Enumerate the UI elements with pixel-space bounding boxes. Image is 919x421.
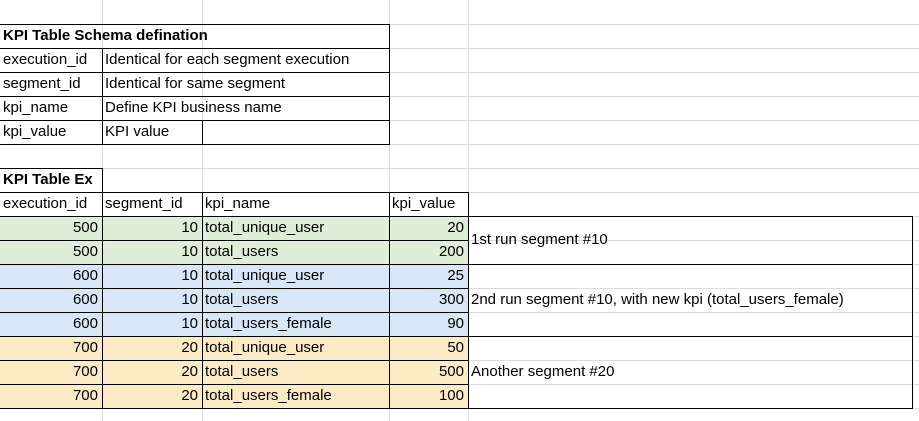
column-header-execution-id[interactable]: execution_id: [3, 195, 88, 212]
cell-border: [389, 24, 390, 145]
cell-border: [468, 408, 913, 409]
cell-execution-id[interactable]: 600: [72, 267, 98, 284]
row-fill: [0, 384, 468, 408]
cell-border: [0, 72, 390, 73]
column-header-kpi-name[interactable]: kpi_name: [205, 195, 271, 212]
schema-field[interactable]: kpi_value: [3, 123, 67, 140]
cell-segment-id[interactable]: 10: [181, 243, 198, 260]
cell-border: [202, 192, 203, 409]
cell-border: [389, 192, 390, 409]
row-fill: [0, 264, 468, 288]
cell-kpi-name[interactable]: total_users_female: [205, 387, 332, 404]
cell-kpi-value[interactable]: 300: [438, 291, 464, 308]
cell-kpi-value[interactable]: 200: [438, 243, 464, 260]
schema-description[interactable]: Identical for same segment: [105, 75, 286, 92]
cell-segment-id[interactable]: 10: [181, 315, 198, 332]
cell-border: [0, 240, 469, 241]
cell-kpi-value[interactable]: 100: [438, 387, 464, 404]
row-fill: [0, 360, 468, 384]
cell-segment-id[interactable]: 10: [181, 267, 198, 284]
cell-kpi-value[interactable]: 50: [447, 339, 464, 356]
cell-kpi-name[interactable]: total_users: [205, 291, 279, 308]
cell-border: [468, 192, 469, 409]
schema-field[interactable]: kpi_name: [3, 99, 69, 116]
cell-border: [0, 384, 469, 385]
cell-border: [0, 336, 469, 337]
cell-kpi-name[interactable]: total_users: [205, 243, 279, 260]
schema-title[interactable]: KPI Table Schema defination: [3, 27, 208, 44]
cell-border: [468, 216, 913, 217]
column-header-segment-id[interactable]: segment_id: [105, 195, 183, 212]
cell-segment-id[interactable]: 20: [181, 363, 198, 380]
cell-kpi-value[interactable]: 500: [438, 363, 464, 380]
cell-execution-id[interactable]: 600: [72, 315, 98, 332]
cell-execution-id[interactable]: 700: [72, 363, 98, 380]
cell-segment-id[interactable]: 20: [181, 387, 198, 404]
row-fill: [0, 336, 468, 360]
cell-border: [0, 24, 390, 25]
cell-border: [102, 168, 103, 193]
schema-description[interactable]: KPI value: [105, 123, 170, 140]
cell-kpi-value[interactable]: 20: [447, 219, 464, 236]
row-fill: [0, 216, 468, 240]
cell-kpi-name[interactable]: total_unique_user: [205, 219, 325, 236]
schema-description[interactable]: Identical for each segment execution: [105, 51, 350, 68]
cell-border: [102, 48, 103, 145]
note-cell[interactable]: 2nd run segment #10, with new kpi (total…: [471, 291, 844, 308]
cell-border: [0, 96, 390, 97]
cell-border: [0, 408, 469, 409]
note-cell[interactable]: 1st run segment #10: [471, 231, 608, 248]
cell-segment-id[interactable]: 10: [181, 291, 198, 308]
cell-border: [102, 192, 103, 409]
cell-kpi-name[interactable]: total_unique_user: [205, 267, 325, 284]
row-fill: [0, 288, 468, 312]
schema-description[interactable]: Define KPI business name: [105, 99, 282, 116]
row-fill: [0, 240, 468, 264]
cell-kpi-value[interactable]: 90: [447, 315, 464, 332]
schema-field[interactable]: segment_id: [3, 75, 81, 92]
cell-border: [0, 360, 469, 361]
cell-border: [0, 48, 390, 49]
cell-execution-id[interactable]: 700: [72, 339, 98, 356]
cell-border: [0, 288, 469, 289]
cell-border: [0, 216, 469, 217]
cell-border: [0, 168, 103, 169]
note-cell[interactable]: Another segment #20: [471, 363, 615, 380]
column-header-kpi-value[interactable]: kpi_value: [392, 195, 456, 212]
cell-segment-id[interactable]: 20: [181, 339, 198, 356]
row-fill: [0, 312, 468, 336]
cell-border: [202, 120, 203, 145]
cell-border: [0, 192, 469, 193]
cell-border: [0, 144, 390, 145]
cell-border: [468, 336, 913, 337]
example-title[interactable]: KPI Table Ex: [3, 171, 93, 188]
cell-execution-id[interactable]: 500: [72, 219, 98, 236]
schema-field[interactable]: execution_id: [3, 51, 88, 68]
cell-execution-id[interactable]: 500: [72, 243, 98, 260]
cell-kpi-name[interactable]: total_users_female: [205, 315, 332, 332]
cell-execution-id[interactable]: 600: [72, 291, 98, 308]
cell-kpi-name[interactable]: total_users: [205, 363, 279, 380]
gridline-horizontal: [0, 168, 919, 169]
cell-border: [0, 312, 469, 313]
cell-border: [0, 120, 390, 121]
cell-border: [0, 264, 469, 265]
cell-kpi-value[interactable]: 25: [447, 267, 464, 284]
cell-border: [912, 216, 913, 409]
cell-execution-id[interactable]: 700: [72, 387, 98, 404]
cell-border: [468, 264, 913, 265]
cell-kpi-name[interactable]: total_unique_user: [205, 339, 325, 356]
cell-segment-id[interactable]: 10: [181, 219, 198, 236]
